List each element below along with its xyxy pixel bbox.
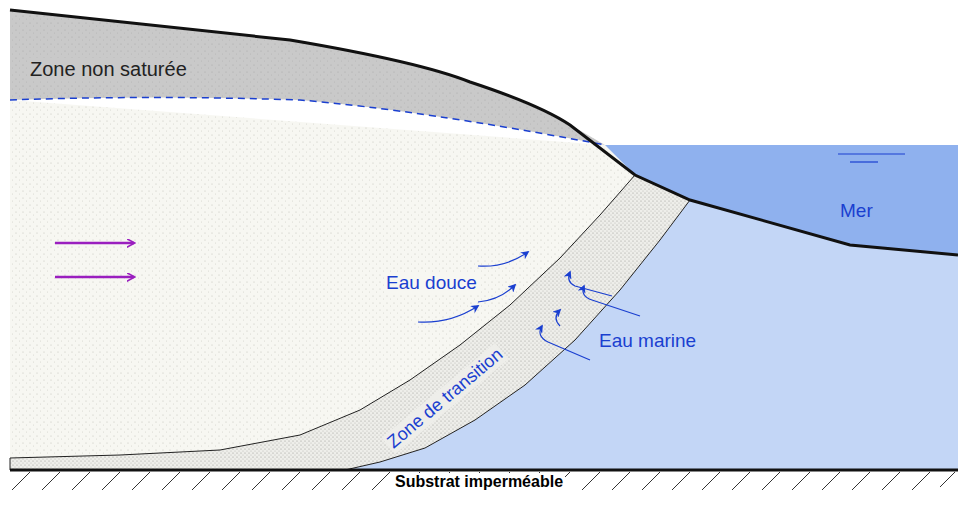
- base-label: Substrat imperméable: [393, 473, 565, 491]
- water-label: Eau douce: [384, 272, 479, 294]
- sea-label: Mer: [838, 200, 875, 222]
- zone-label: Zone non saturée: [28, 58, 189, 81]
- water-label: Eau marine: [597, 330, 698, 352]
